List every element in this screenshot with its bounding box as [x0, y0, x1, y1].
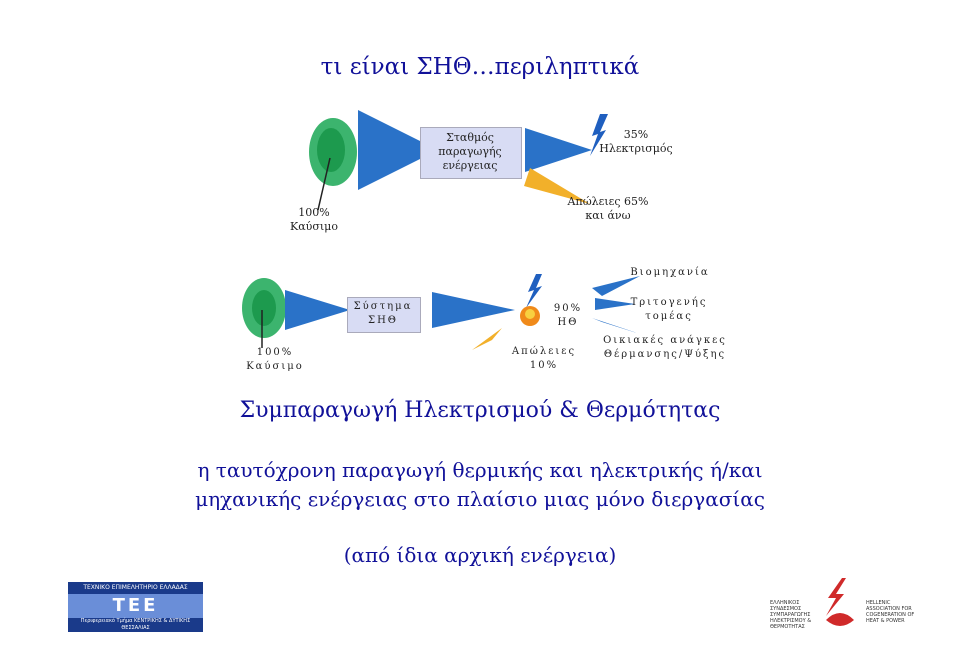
- losses-flame: [524, 168, 590, 204]
- tee-logo: ΤΕΧΝΙΚΟ ΕΠΙΜΕΛΗΤΗΡΙΟ ΕΛΛΑΔΑΣ ΤΕΕ Περιφερ…: [68, 582, 203, 632]
- hacogen-logo-icon: [826, 578, 854, 626]
- sector-tertiary: Τριτογενής τομέας: [630, 297, 708, 322]
- sector-household: Οικιακές ανάγκες Θέρμανσης/Ψύξης: [603, 335, 727, 360]
- description-line-2: μηχανικής ενέργειας στο πλαίσιο μιας μόν…: [195, 487, 765, 511]
- plant-box-label: Σταθμός παραγωγής ενέργειας: [438, 131, 502, 172]
- hacogen-greek-text: ΕΛΛΗΝΙΚΟΣ ΣΥΝΔΕΣΜΟΣ ΣΥΜΠΑΡΑΓΩΓΗΣ ΗΛΕΚΤΡΙ…: [770, 600, 812, 630]
- page-title: τι είναι ΣΗΘ…περιληπτικά: [320, 54, 640, 80]
- section-subtitle: Συμπαραγωγή Ηλεκτρισμού & Θερμότητας: [239, 398, 721, 423]
- hacogen-english-text: HELLENIC ASSOCIATION FOR COGENERATION OF…: [866, 600, 915, 624]
- lightning-icon: [590, 114, 608, 156]
- input-arrow: [358, 110, 438, 190]
- household-arrow: [592, 318, 640, 334]
- electricity-arrow: [525, 128, 592, 172]
- tee-logo-top: ΤΕΧΝΙΚΟ ΕΠΙΜΕΛΗΤΗΡΙΟ ΕΛΛΑΔΑΣ: [68, 582, 203, 594]
- chp-system-diagram: [242, 274, 640, 350]
- chp-output-label: 90% ΗΘ: [553, 303, 583, 328]
- fuel-label: 100% Καύσιμο: [290, 206, 338, 233]
- note-text: (από ίδια αρχική ενέργεια): [343, 543, 617, 567]
- plant-box: [420, 127, 522, 179]
- industry-arrow: [595, 298, 635, 310]
- chp-losses-flame: [472, 328, 502, 350]
- chp-fuel-circle-inner: [252, 290, 276, 326]
- electricity-label: 35% Ηλεκτρισμός: [599, 128, 673, 155]
- chp-lightning-icon: [526, 274, 542, 308]
- sector-industry: Βιομηχανία: [630, 267, 710, 278]
- losses-label: Απώλειες 65% και άνω: [567, 195, 649, 222]
- tee-logo-mid: ΤΕΕ: [68, 594, 203, 618]
- industry-arrow-top: [592, 276, 640, 296]
- fuel-circle-inner: [317, 128, 345, 172]
- conventional-plant-diagram: [309, 110, 608, 211]
- tee-logo-bottom: Περιφερειακό Τμήμα ΚΕΝΤΡΙΚΗΣ & ΔΥΤΙΚΗΣ Θ…: [68, 618, 203, 632]
- chp-fuel-label: 100% Καύσιμο: [246, 347, 304, 372]
- chp-input-arrow: [285, 290, 350, 330]
- description-line-1: η ταυτόχρονη παραγωγή θερμικής και ηλεκτ…: [197, 458, 763, 482]
- chp-box: [347, 297, 421, 333]
- chp-box-label: Σύστημα ΣΗΘ: [353, 301, 413, 326]
- chp-losses-label: Απώλειες 10%: [511, 346, 577, 371]
- fuel-pointer-line: [317, 157, 331, 211]
- chp-mid-arrow: [432, 292, 515, 328]
